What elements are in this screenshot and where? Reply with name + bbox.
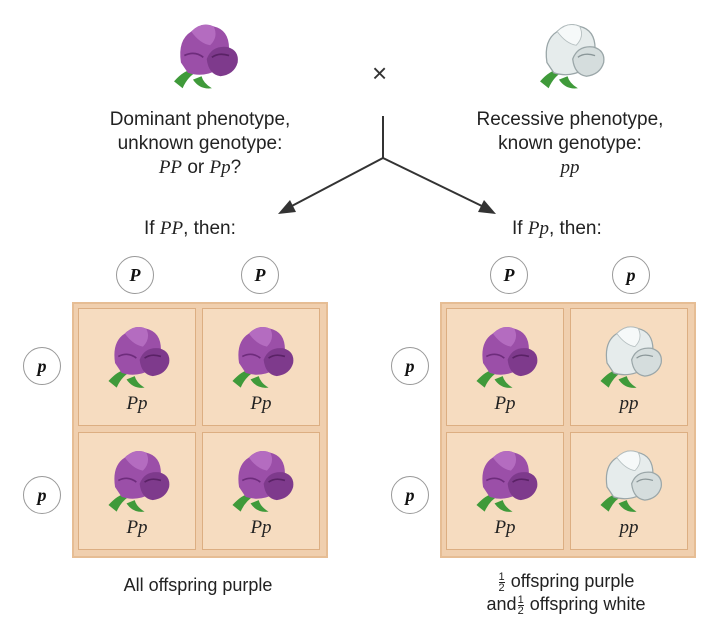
right-col-allele: p — [612, 256, 650, 294]
purple-flower-icon — [97, 317, 179, 391]
branch-arrows — [278, 116, 496, 214]
fraction-numerator: 1 — [517, 593, 524, 606]
right-punnett-square: Pp pp Pp pp — [440, 302, 696, 558]
right-row-allele: p — [391, 476, 429, 514]
cell-genotype: pp — [619, 393, 639, 414]
cell-genotype: Pp — [126, 517, 148, 538]
purple-flower-icon — [221, 317, 303, 391]
left-if-suffix: , then: — [183, 218, 236, 239]
fraction-numerator: 1 — [498, 570, 505, 583]
purple-flower-icon — [465, 317, 547, 391]
punnett-cell: pp — [570, 432, 688, 550]
cell-genotype: Pp — [250, 393, 272, 414]
white-flower-icon — [589, 317, 671, 391]
dominant-parent-label: Dominant phenotype, unknown genotype: PP… — [70, 108, 330, 180]
left-row-allele: p — [23, 347, 61, 385]
dominant-geno-a: PP — [158, 157, 183, 178]
punnett-cell: Pp — [78, 308, 196, 426]
left-if-geno: PP — [159, 218, 184, 239]
recessive-line1: Recessive phenotype, — [476, 109, 664, 130]
punnett-cell: Pp — [446, 308, 564, 426]
left-col-allele: P — [116, 256, 154, 294]
left-if-label: If PP, then: — [144, 218, 236, 240]
white-flower-icon — [589, 441, 671, 515]
recessive-genotype: pp — [560, 157, 580, 178]
left-row-allele: p — [23, 476, 61, 514]
left-punnett-square: Pp Pp Pp Pp — [72, 302, 328, 558]
right-if-prefix: If — [512, 218, 523, 239]
purple-flower-icon — [221, 441, 303, 515]
right-result-line2-prefix: and — [486, 593, 517, 614]
left-result-text: All offspring purple — [123, 575, 273, 595]
left-col-allele: P — [241, 256, 279, 294]
right-if-suffix: , then: — [548, 218, 602, 239]
cell-genotype: Pp — [494, 517, 516, 538]
punnett-cell: pp — [570, 308, 688, 426]
fraction-denominator: 2 — [517, 604, 524, 617]
dominant-genotypes: PP or Pp? — [70, 156, 330, 180]
dominant-geno-b: Pp — [209, 157, 231, 178]
cell-genotype: Pp — [250, 517, 272, 538]
dominant-line2: unknown genotype: — [117, 133, 283, 154]
right-row-allele: p — [391, 347, 429, 385]
recessive-line2: known genotype: — [498, 133, 642, 154]
right-col-allele: P — [490, 256, 528, 294]
dominant-or: or — [187, 157, 205, 178]
punnett-cell: Pp — [202, 432, 320, 550]
left-if-prefix: If — [144, 218, 155, 239]
cell-genotype: Pp — [494, 393, 516, 414]
dominant-line1: Dominant phenotype, — [109, 109, 291, 130]
right-if-label: If Pp, then: — [512, 218, 602, 240]
punnett-cell: Pp — [446, 432, 564, 550]
left-arrowhead-icon — [278, 200, 296, 214]
purple-flower-icon — [465, 441, 547, 515]
right-if-geno: Pp — [527, 218, 549, 239]
fraction-denominator: 2 — [498, 581, 505, 594]
dominant-question: ? — [230, 157, 242, 178]
punnett-cell: Pp — [202, 308, 320, 426]
cell-genotype: Pp — [126, 393, 148, 414]
right-arrowhead-icon — [478, 200, 496, 214]
right-result-line1-text: offspring purple — [510, 571, 635, 591]
right-result-line2-text: offspring white — [529, 593, 646, 614]
recessive-parent-label: Recessive phenotype, known genotype: pp — [440, 108, 700, 180]
cell-genotype: pp — [619, 517, 639, 538]
punnett-cell: Pp — [78, 432, 196, 550]
cross-symbol: × — [372, 58, 388, 88]
purple-flower-icon — [97, 441, 179, 515]
